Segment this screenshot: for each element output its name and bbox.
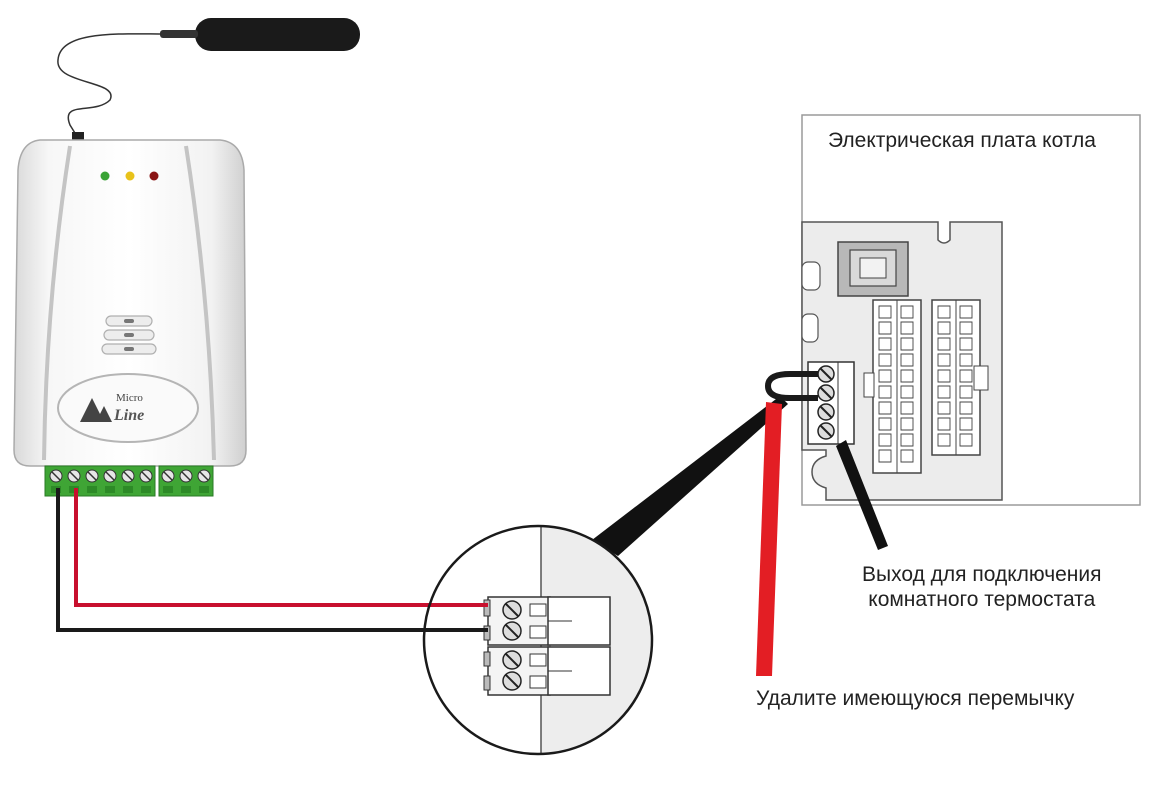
board-title: Электрическая плата котла: [828, 129, 1096, 152]
thermostat-output-label-line2: комнатного термостата: [868, 588, 1096, 611]
pin-grid: [878, 305, 973, 463]
rj-socket: [837, 241, 909, 297]
led-yellow-indicator: [125, 171, 135, 181]
antenna-cable: [57, 33, 166, 139]
jumper-wire: [764, 371, 818, 401]
device-left-edge: [42, 145, 72, 461]
device-right-edge: [184, 145, 216, 461]
device-body: [13, 139, 247, 467]
red-wire: [74, 488, 496, 607]
logo-text-line: Line: [113, 407, 144, 424]
zoom-callout: [422, 524, 654, 756]
boiler-board: [764, 114, 1141, 506]
antenna-connector: [160, 30, 198, 38]
logo-text-micro: Micro: [116, 392, 143, 404]
jumper-pointer: [756, 402, 782, 676]
thermostat-output-label: Выход для подключения комнатного термост…: [862, 562, 1102, 612]
thermostat-pointer: [836, 440, 888, 550]
logo-mark-icon: [80, 398, 112, 422]
remove-jumper-label: Удалите имеющуюся перемычку: [756, 687, 1075, 710]
led-red-indicator: [149, 171, 159, 181]
antenna-jack: [72, 132, 84, 141]
gsm-thermostat-device: Micro Line: [13, 18, 360, 497]
logo-badge: [57, 373, 199, 443]
led-green-indicator: [100, 171, 110, 181]
device-terminal-block-secondary: [158, 465, 214, 497]
pin-connector-left: [863, 299, 922, 474]
black-wire: [56, 488, 496, 632]
zoom-pointer: [592, 396, 788, 556]
thermostat-output-label-line1: Выход для подключения: [862, 563, 1102, 586]
device-terminal-block-main: [44, 465, 156, 497]
antenna: [195, 18, 360, 51]
